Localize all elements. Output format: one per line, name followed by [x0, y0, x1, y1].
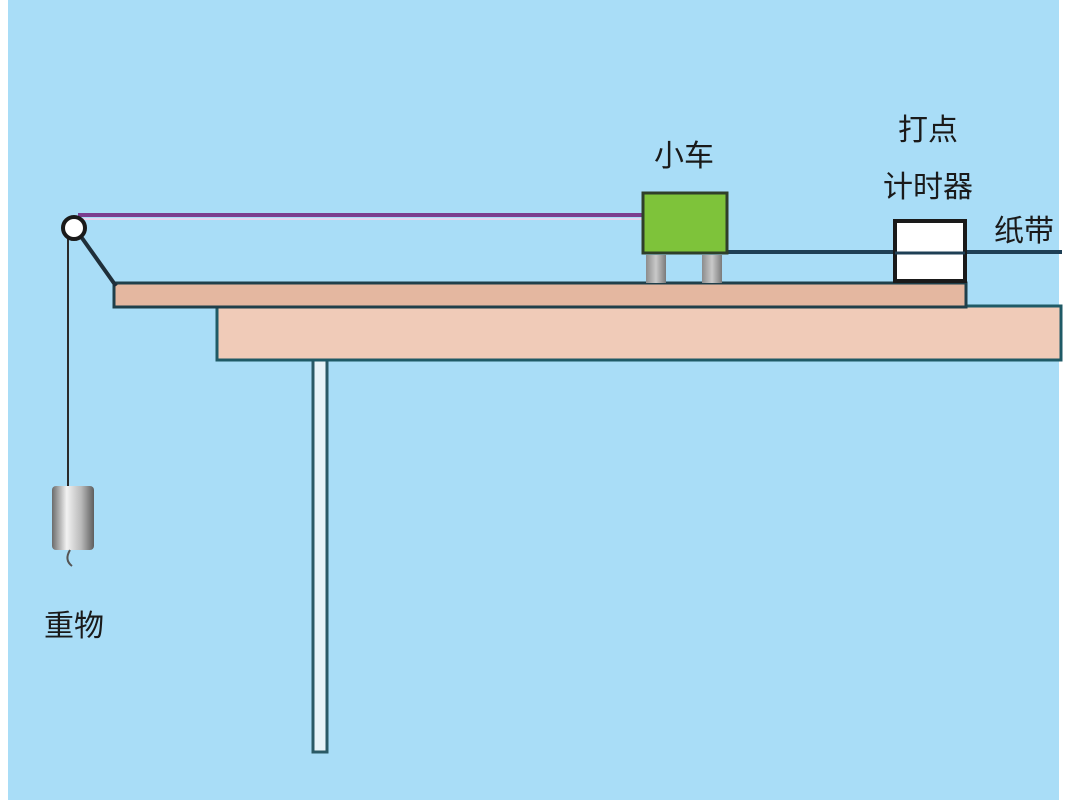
table-leg [311, 356, 329, 754]
right-margin [1059, 0, 1067, 800]
weight-hook [66, 549, 73, 567]
timer-label-line2: 计时器 [883, 170, 973, 205]
left-margin [0, 0, 8, 800]
cart-body [641, 191, 729, 255]
cart-label: 小车 [654, 139, 714, 174]
track-board [112, 281, 968, 309]
weight-icon [52, 486, 94, 550]
pulley-icon [61, 215, 87, 241]
weight-label: 重物 [44, 609, 104, 644]
cart-wheel-left [646, 255, 666, 283]
ticker-timer-box [893, 219, 967, 283]
timer-label-line1: 打点 [898, 113, 958, 148]
cart-wheel-right [702, 255, 722, 283]
table-top [215, 304, 1063, 362]
pulley-support [80, 236, 118, 288]
tape-label: 纸带 [994, 214, 1054, 249]
